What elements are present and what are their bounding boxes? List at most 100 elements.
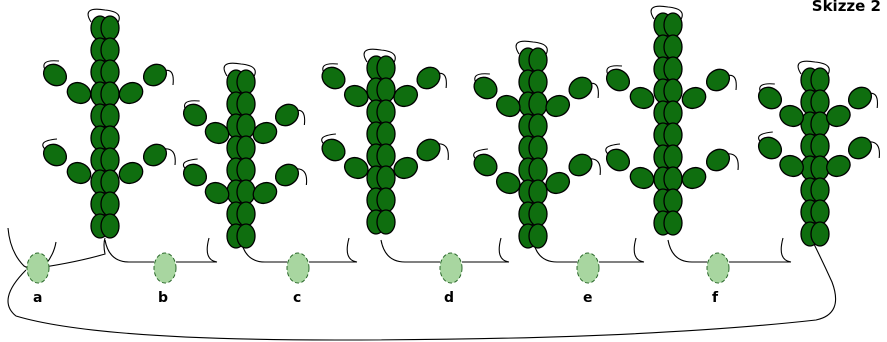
branch-bead-right [826, 104, 851, 128]
trunk-bead [100, 81, 120, 107]
trunk-bead [100, 59, 120, 85]
trunk-bead [663, 12, 683, 38]
branch-bead-right [705, 148, 731, 172]
branch-bead-left [321, 138, 346, 162]
trunk-bead [376, 209, 396, 235]
branch-bead-right [826, 154, 851, 178]
branch-bead-right [274, 163, 300, 187]
trunk-bead [376, 165, 396, 191]
branch-bead-left [779, 104, 804, 128]
motif-thread-loops [758, 60, 880, 159]
branch-bead-right [142, 63, 168, 87]
branch-bead-left [66, 81, 92, 105]
motif-6 [757, 60, 880, 247]
trunk-bead [810, 67, 830, 93]
trunk-bead [236, 201, 256, 227]
branch-bead-right [118, 81, 144, 105]
branch-bead-right [416, 138, 441, 162]
branch-bead-left [605, 68, 631, 92]
branch-bead-left [182, 103, 208, 127]
trunk-bead [810, 133, 830, 159]
trunk-bead [376, 121, 396, 147]
trunk-bead [810, 89, 830, 115]
connector-label-b: b [158, 290, 168, 306]
branch-bead-left [605, 148, 631, 172]
branch-bead-left [473, 153, 498, 177]
branch-bead-left [66, 161, 92, 185]
connector-bead-f [706, 252, 730, 284]
branch-bead-left [204, 121, 230, 145]
branch-bead-right [393, 156, 419, 180]
thread-layer [7, 227, 837, 341]
trunk-bead [100, 15, 120, 41]
connector-bead-b [153, 252, 177, 284]
trunk-bead [100, 37, 120, 63]
motif-thread-loops [473, 40, 601, 176]
trunk-bead [528, 47, 548, 73]
branch-bead-right [847, 86, 873, 110]
trunk-bead [100, 213, 120, 239]
trunk-bead [236, 179, 256, 205]
connector-labels: a b c d e f [33, 290, 719, 306]
branch-bead-left [473, 76, 498, 100]
branch-bead-left [779, 154, 804, 178]
connector-bead-d [439, 252, 463, 284]
motif-4 [473, 40, 601, 249]
motif-thread-loops [605, 5, 739, 171]
connector-label-f: f [712, 290, 719, 306]
trunk-bead [100, 191, 120, 217]
sketch-title: Skizze 2 [811, 0, 881, 15]
trunk-bead [236, 69, 256, 95]
trunk-bead [236, 91, 256, 117]
branch-bead-right [393, 84, 419, 108]
branch-bead-right [252, 181, 278, 205]
trunk-bead [528, 201, 548, 227]
branch-bead-left [182, 163, 208, 187]
branch-bead-right [274, 103, 300, 127]
trunk-bead [236, 135, 256, 161]
trunk-bead [376, 187, 396, 213]
trunk-bead [100, 103, 120, 129]
motif-3 [321, 48, 449, 235]
trunk-bead [100, 169, 120, 195]
connector-bead-a [26, 252, 50, 284]
trunk-bead [663, 188, 683, 214]
trunk-bead [663, 166, 683, 192]
branch-bead-right [568, 153, 593, 177]
trunk-bead [663, 122, 683, 148]
branch-bead-left [757, 86, 783, 110]
trunk-bead [528, 223, 548, 249]
motif-thread-loops [321, 48, 449, 161]
trunk-bead [236, 157, 256, 183]
branch-bead-left [204, 181, 230, 205]
branch-bead-right [681, 86, 707, 110]
branch-bead-left [629, 166, 655, 190]
trunk-bead [663, 56, 683, 82]
trunk-bead [663, 78, 683, 104]
trunk-bead [376, 55, 396, 81]
trunk-bead [663, 210, 683, 236]
branch-bead-right [252, 121, 278, 145]
connector-bead-e [576, 252, 600, 284]
trunk-bead [376, 99, 396, 125]
trunk-bead [528, 91, 548, 117]
return-thread-loop [7, 235, 837, 341]
branch-bead-right [545, 171, 571, 195]
motif-5 [605, 5, 739, 236]
connector-beads [26, 252, 730, 284]
connector-bead-c [286, 252, 310, 284]
motif-1 [42, 8, 176, 239]
connector-label-a: a [33, 290, 42, 306]
trunk-bead [663, 144, 683, 170]
branch-bead-left [757, 136, 783, 160]
trunk-bead [810, 177, 830, 203]
trunk-bead [528, 113, 548, 139]
branch-bead-right [681, 166, 707, 190]
motif-thread-loops [42, 8, 176, 166]
branch-bead-right [545, 94, 571, 118]
trunk-bead [528, 135, 548, 161]
branch-bead-left [42, 143, 68, 167]
motif-2 [182, 62, 308, 249]
branch-bead-right [568, 76, 593, 100]
bead-motifs [42, 5, 880, 249]
